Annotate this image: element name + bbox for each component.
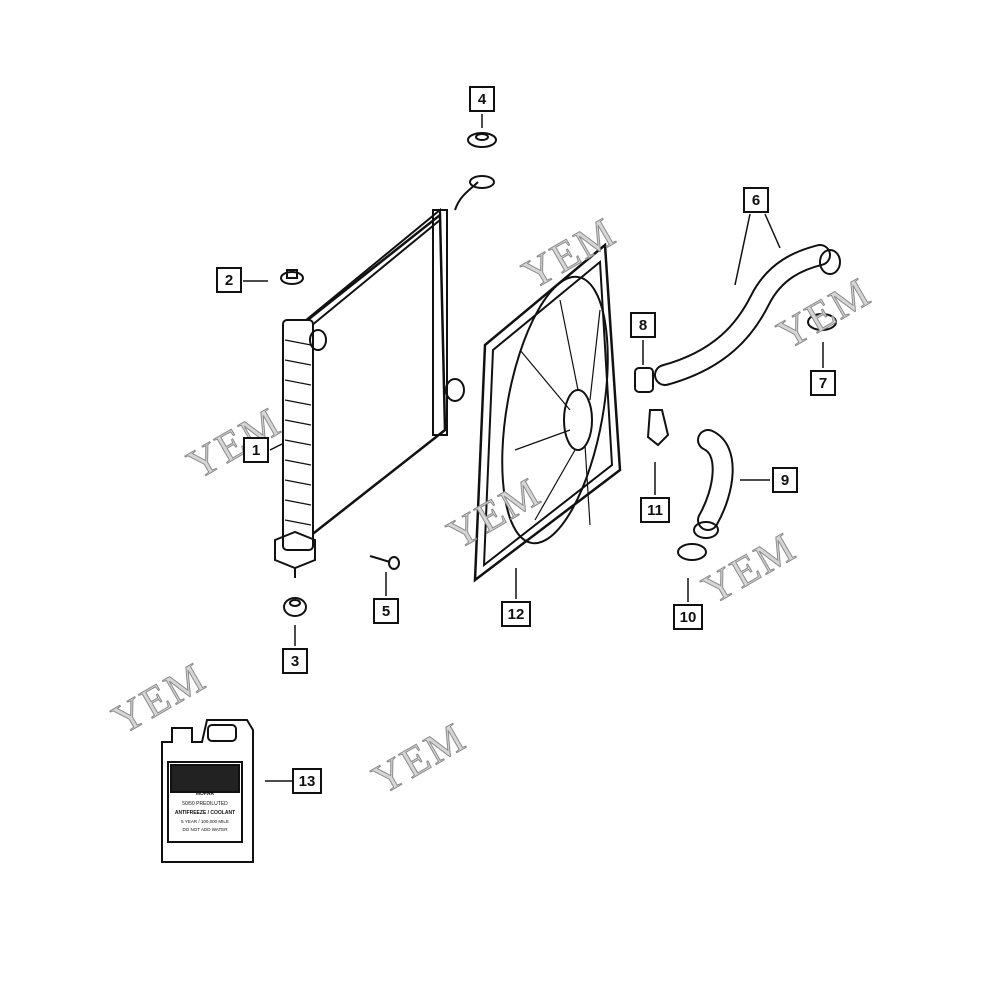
callout-1: 1 <box>243 437 269 463</box>
callout-3: 3 <box>282 648 308 674</box>
callout-4: 4 <box>469 86 495 112</box>
callout-5: 5 <box>373 598 399 624</box>
hose-drawings <box>634 244 841 561</box>
radiator-drawing <box>274 175 495 578</box>
jug-line4: DO NOT ADD WATER <box>183 827 229 832</box>
callout-2: 2 <box>216 267 242 293</box>
callout-12: 12 <box>501 601 531 627</box>
callout-6: 6 <box>743 187 769 213</box>
leader-lines <box>243 114 824 782</box>
callout-13: 13 <box>292 768 322 794</box>
jug-brand: MOPAR <box>196 791 215 797</box>
callout-9: 9 <box>772 467 798 493</box>
callout-8: 8 <box>630 312 656 338</box>
coolant-jug-drawing <box>161 719 254 863</box>
cap-drawings <box>280 132 497 617</box>
fan-shroud-drawing <box>473 242 622 583</box>
callout-11: 11 <box>640 497 670 523</box>
callout-10: 10 <box>673 604 703 630</box>
jug-line2: ANTIFREEZE / COOLANT <box>175 810 235 816</box>
callout-7: 7 <box>810 370 836 396</box>
jug-line3: 5 YEAR / 100,000 MILE <box>181 819 229 824</box>
jug-line1: 50/50 PREDILUTED <box>182 801 228 807</box>
